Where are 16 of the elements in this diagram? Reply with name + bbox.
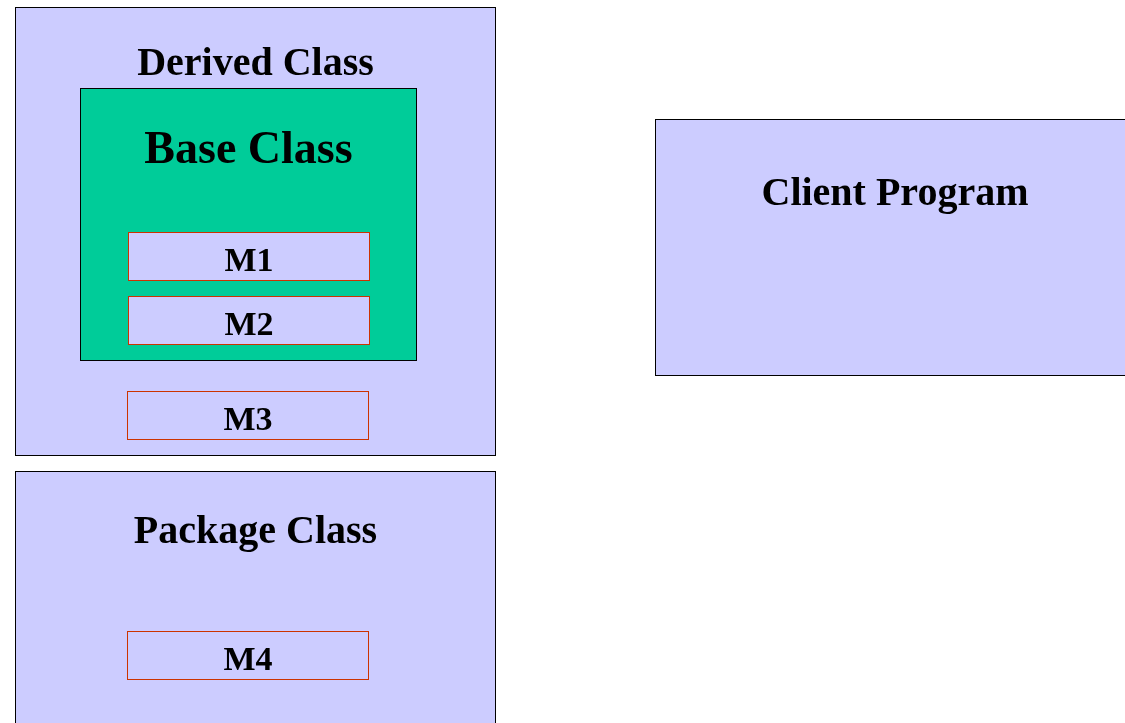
class-heading: Package Class bbox=[132, 508, 379, 552]
class-panel bbox=[15, 7, 496, 456]
class-panel bbox=[15, 471, 496, 723]
method-label: M1 bbox=[223, 241, 275, 279]
program-heading: Client Program bbox=[760, 170, 1030, 214]
method-box bbox=[127, 391, 369, 440]
class-panel bbox=[80, 88, 417, 361]
method-label: M3 bbox=[222, 400, 274, 438]
method-box bbox=[128, 296, 370, 345]
program-panel bbox=[655, 119, 1125, 376]
method-label: M2 bbox=[223, 305, 275, 343]
method-label: M4 bbox=[222, 640, 274, 678]
class-heading: Base Class bbox=[143, 123, 354, 174]
class-heading: Derived Class bbox=[136, 40, 375, 84]
method-box bbox=[127, 631, 369, 680]
method-box bbox=[128, 232, 370, 281]
